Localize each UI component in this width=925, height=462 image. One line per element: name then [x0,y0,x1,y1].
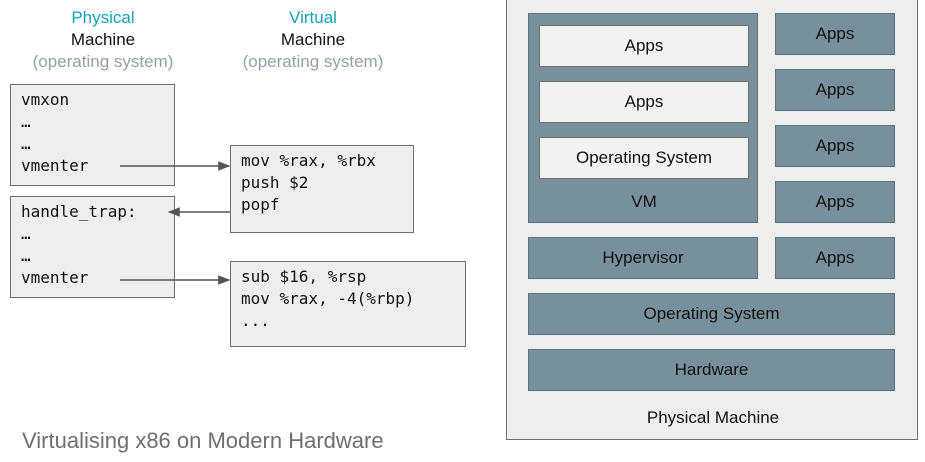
host-os-block: Operating System [528,293,895,335]
virtual-machine-header: Virtual Machine (operating system) [213,7,413,73]
vm-os-block: Operating System [539,137,749,179]
guest-code-box-1: mov %rax, %rbx push $2 popf [230,145,414,233]
code-line: sub $16, %rsp [241,267,367,286]
code-line: ... [241,311,270,330]
side-apps-block-5: Apps [775,237,895,279]
code-line: vmenter [21,268,89,287]
virtual-header-accent: Virtual [289,8,337,27]
virtual-header-main: Machine [280,30,346,49]
physical-machine-header: Physical Machine (operating system) [3,7,203,73]
code-line: … [21,112,31,131]
code-line: vmenter [21,156,89,175]
host-code-box-2: handle_trap: … … vmenter [10,196,175,298]
physical-header-sub: (operating system) [32,52,174,71]
virtual-header-sub: (operating system) [242,52,384,71]
code-line: … [21,134,31,153]
code-line: popf [241,195,280,214]
code-line: mov %rax, %rbx [241,151,376,170]
side-apps-block-3: Apps [775,125,895,167]
code-line: push $2 [241,173,309,192]
side-apps-block-1: Apps [775,13,895,55]
vm-label: VM [631,192,657,211]
vm-container: Apps Apps Operating System VM [528,13,758,223]
physical-machine-title: Physical Machine [646,408,780,427]
guest-code-box-2: sub $16, %rsp mov %rax, -4(%rbp) ... [230,261,466,347]
physical-machine-panel: Apps Apps Operating System VM Apps Apps … [506,0,918,440]
host-code-box-1: vmxon … … vmenter [10,84,175,186]
hardware-block: Hardware [528,349,895,391]
slide-caption: Virtualising x86 on Modern Hardware [22,428,384,453]
code-line: vmxon [21,90,70,109]
vm-apps-block-1: Apps [539,25,749,67]
code-line: … [21,224,31,243]
hypervisor-block: Hypervisor [528,237,758,279]
code-line: handle_trap: [21,202,137,221]
physical-header-accent: Physical [71,8,135,27]
code-line: mov %rax, -4(%rbp) [241,289,415,308]
code-line: … [21,246,31,265]
vm-apps-block-2: Apps [539,81,749,123]
side-apps-block-4: Apps [775,181,895,223]
side-apps-block-2: Apps [775,69,895,111]
physical-header-main: Machine [70,30,136,49]
